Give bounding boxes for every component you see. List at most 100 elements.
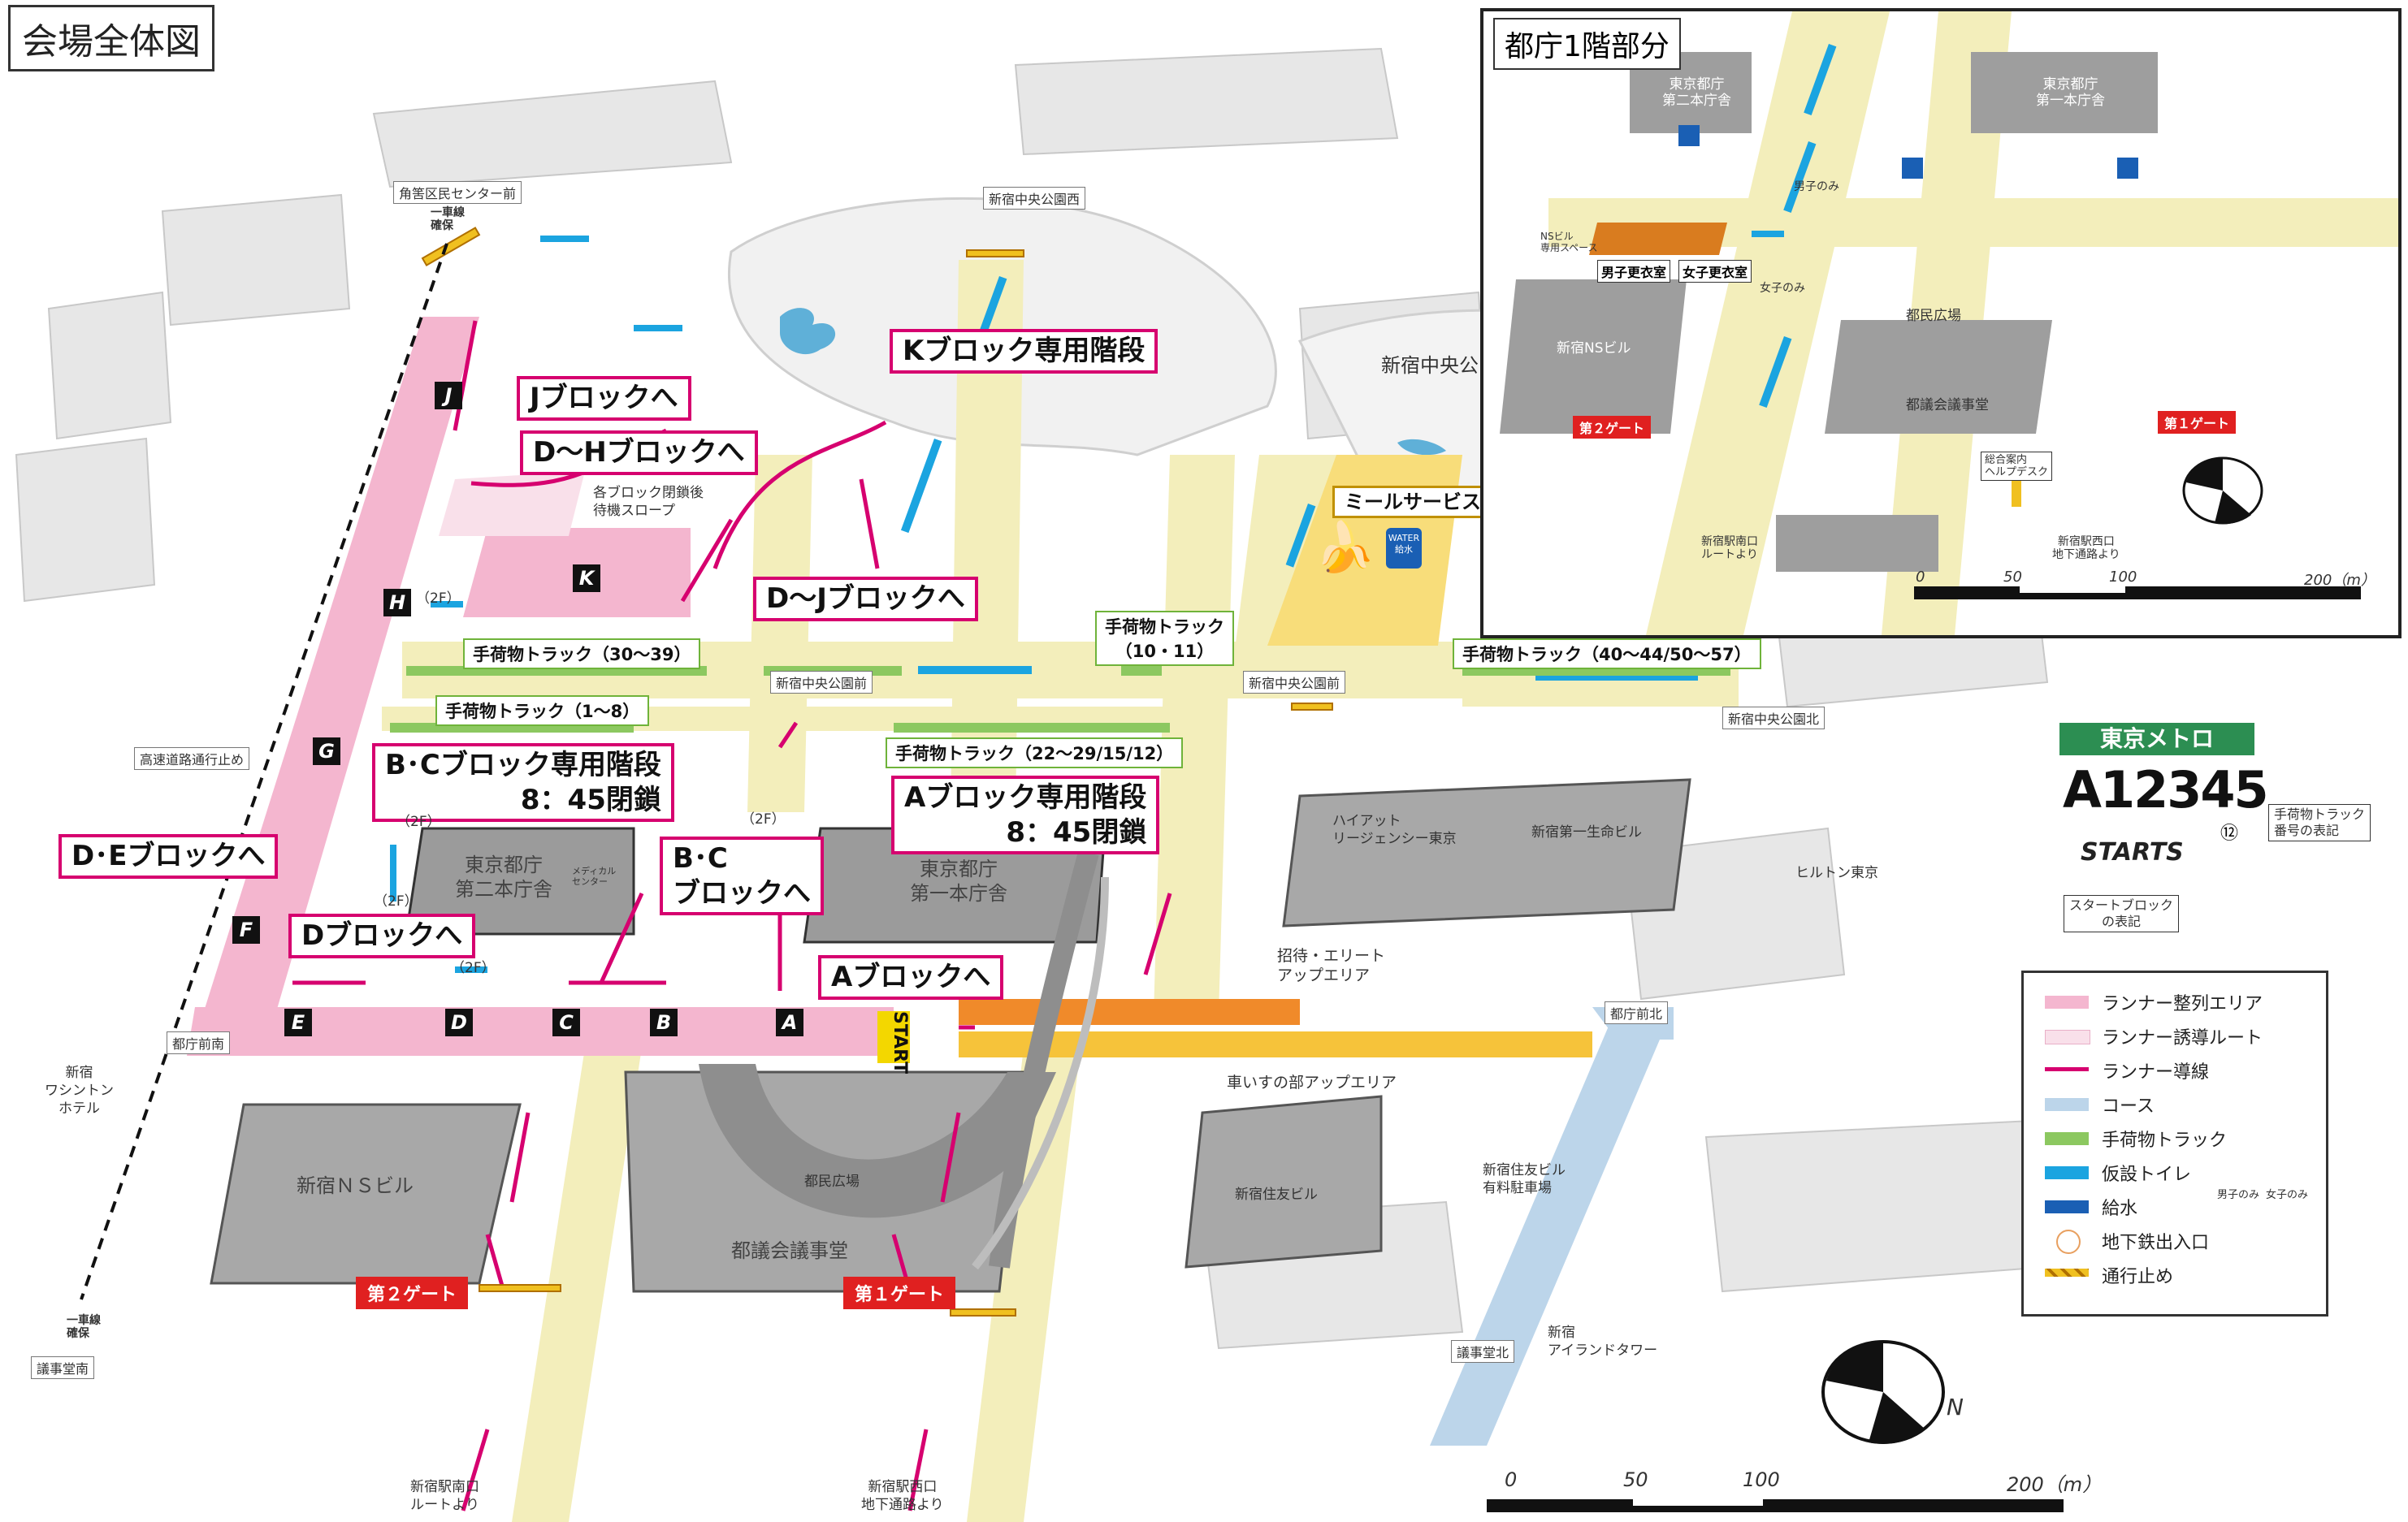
legend-swatch-runner-line (2045, 1067, 2089, 1071)
legend-runner-route: ランナー誘導ルート (2102, 1028, 2263, 1049)
legend: ランナー整列エリア ランナー誘導ルート ランナー導線 コース 手荷物トラック 仮… (2021, 971, 2328, 1317)
inset-scale-200: 200（m） (2304, 572, 2376, 589)
wheelchair-area-label: 車いすの部アップエリア (1227, 1074, 1397, 1092)
block-f: F (232, 916, 260, 944)
block-e: E (284, 1009, 312, 1036)
block-k: K (573, 564, 600, 592)
block-g: G (313, 737, 340, 765)
road-tocho-south: 都庁前南 (167, 1031, 231, 1054)
track-10-11-line1: 手荷物トラック (1105, 617, 1224, 637)
inset-women-only: 女子のみ (1760, 282, 1805, 295)
inset-title: 都庁1階部分 (1493, 18, 1681, 70)
legend-swatch-water (2045, 1200, 2089, 1213)
metro-brand: 東京メトロ (2059, 723, 2254, 755)
inset-scale-0: 0 (1916, 569, 1925, 586)
track-1-8: 手荷物トラック（1～8） (435, 695, 650, 726)
callout-k-stairs: Kブロック専用階段 (890, 329, 1159, 374)
ns-building-label: 新宿ＮＳビル (297, 1174, 414, 1197)
callout-a-block: Aブロックへ (818, 955, 1004, 1000)
legend-swatch-runner-route (2045, 1030, 2090, 1044)
legend-swatch-runner-area (2045, 996, 2089, 1009)
metro-circle-number: ⑫ (2220, 824, 2239, 844)
legend-runner-line: ランナー導線 (2102, 1062, 2210, 1083)
gate-2: 第２ゲート (356, 1277, 469, 1309)
compass-label: N (1947, 1394, 1964, 1420)
track-22-29: 手荷物トラック（22～29/15/12） (886, 737, 1184, 768)
callout-bc-block-line1: B･C (673, 842, 728, 875)
callout-bc-block-line2: ブロックへ (673, 876, 811, 910)
block-c: C (552, 1009, 580, 1036)
callout-d-block: Dブロックへ (288, 914, 476, 958)
legend-runner-area: ランナー整列エリア (2102, 994, 2263, 1014)
inset-gikai: 都議会議事堂 (1906, 397, 1989, 413)
one-lane-top: 一車線 確保 (431, 206, 465, 232)
legend-swatch-toilet (2045, 1166, 2089, 1179)
legend-swatch-course (2045, 1098, 2089, 1111)
floor-2f-label-1: （2F） (416, 590, 461, 607)
callout-a-stairs: Aブロック専用階段 8：45閉鎖 (891, 776, 1160, 854)
callout-dh-block: D～Hブロックへ (520, 430, 758, 475)
start-label: START (877, 1011, 910, 1074)
hilton-label: ヒルトン東京 (1795, 865, 1878, 881)
callout-j-block: Jブロックへ (517, 376, 691, 421)
callout-a-stairs-line1: Aブロック専用階段 (904, 781, 1147, 814)
legend-course: コース (2102, 1096, 2155, 1117)
inset-map-drawing (1500, 11, 2398, 635)
expressway-closed: 高速道路通行止め (134, 747, 250, 770)
map-title: 会場全体図 (8, 5, 214, 71)
block-h: H (383, 589, 411, 616)
inset-map: 都庁1階部分 東京都庁 第二本庁舎 東京都庁 第一本庁舎 NSビル 専用スペース… (1480, 8, 2402, 638)
road-park-front-2: 新宿中央公園前 (1243, 671, 1346, 694)
inset-men-only: 男子のみ (1794, 180, 1839, 193)
road-gijido-south: 議事堂南 (31, 1356, 95, 1379)
elite-area-label: 招待・エリート アップエリア (1277, 947, 1386, 984)
block-b: B (650, 1009, 678, 1036)
scale-tick-0: 0 (1505, 1468, 1518, 1491)
route-west-exit: 新宿駅西口 地下通路より (861, 1479, 944, 1513)
block-j: J (435, 382, 462, 409)
inset-tomin-hiroba: 都民広場 (1906, 308, 1961, 324)
callout-meal: ミールサービス (1332, 486, 1493, 518)
gate-1: 第１ゲート (843, 1277, 956, 1309)
inset-south-exit: 新宿駅南口 ルートより (1701, 535, 1758, 561)
subway-entrance-icon (2056, 1230, 2081, 1254)
legend-swatch-closed (2045, 1269, 2089, 1277)
washington-label: 新宿 ワシントン ホテル (45, 1065, 114, 1117)
scale-tick-100: 100 (1743, 1468, 1780, 1491)
inset-women-room: 女子更衣室 (1678, 260, 1752, 283)
inset-tocho1: 東京都庁 第一本庁舎 (2036, 76, 2105, 109)
callout-de-block: D･Eブロックへ (58, 834, 279, 879)
callout-bc-stairs-line1: B･Cブロック専用階段 (385, 749, 661, 781)
track-10-11-line2: （10・11） (1115, 642, 1215, 661)
sumitomo-label: 新宿住友ビル (1235, 1187, 1318, 1203)
floor-2f-label-4: （2F） (374, 893, 418, 910)
inset-gate1: 第１ゲート (2158, 411, 2237, 434)
island-tower-label: 新宿 アイランドタワー (1548, 1325, 1658, 1359)
callout-a-stairs-line2: 8：45閉鎖 (1006, 815, 1147, 849)
legend-subway: 地下鉄出入口 (2102, 1233, 2210, 1253)
scale-tick-200: 200（m） (2007, 1473, 2103, 1496)
track-40-57: 手荷物トラック（40～44/50～57） (1453, 638, 1761, 669)
banana-icon: 🍌 (1314, 519, 1375, 576)
inset-ns-space: NSビル 専用スペース (1540, 231, 1598, 253)
inset-men-room: 男子更衣室 (1597, 260, 1671, 283)
legend-water: 給水 (2102, 1199, 2138, 1219)
callout-bc-stairs-line2: 8：45閉鎖 (520, 783, 661, 816)
road-park-front: 新宿中央公園前 (770, 671, 873, 694)
route-south-exit: 新宿駅南口 ルートより (410, 1479, 479, 1513)
legend-toilet: 仮設トイレ (2102, 1165, 2192, 1185)
track-10-11: 手荷物トラック （10・11） (1095, 611, 1234, 666)
inset-tocho2: 東京都庁 第二本庁舎 (1662, 76, 1731, 109)
medical-center-label: メディカル センター (572, 866, 617, 887)
inset-scale-100: 100 (2109, 569, 2137, 586)
daiichi-seimei-label: 新宿第一生命ビル (1531, 824, 1642, 841)
sumitomo-parking-label: 新宿住友ビル 有料駐車場 (1483, 1162, 1566, 1196)
tocho2-label: 東京都庁 第二本庁舎 (455, 854, 552, 901)
bib-example: 東京メトロ A12345 ⑫ STARTS (2059, 723, 2269, 885)
callout-dj-block: D～Jブロックへ (753, 577, 978, 621)
one-lane-bottom: 一車線 確保 (67, 1314, 101, 1340)
road-gijido-north: 議事堂北 (1451, 1340, 1515, 1363)
inset-gate2: 第２ゲート (1573, 416, 1652, 439)
legend-closed: 通行止め (2102, 1267, 2174, 1287)
inset-west-exit: 新宿駅西口 地下通路より (2052, 535, 2120, 561)
